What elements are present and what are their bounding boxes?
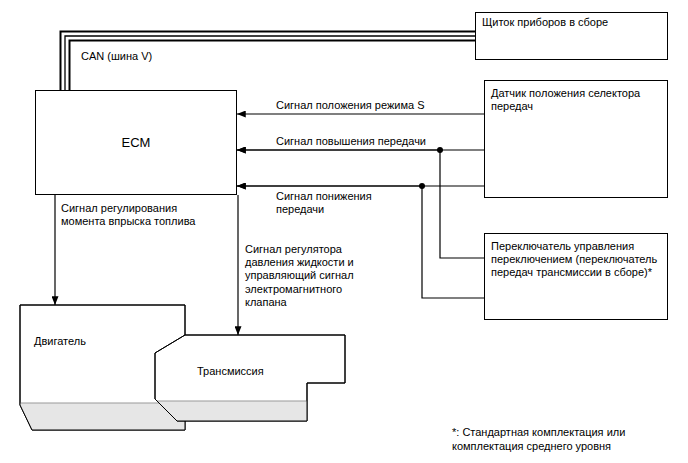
connector-path bbox=[65, 36, 475, 90]
node-text: Щиток приборов в сборе bbox=[482, 16, 661, 29]
connector-path bbox=[237, 195, 238, 335]
connector-path bbox=[237, 150, 484, 258]
node-text: Трансмиссия bbox=[197, 365, 345, 378]
signal-label: Сигнал регулятора давления жидкости и уп… bbox=[244, 243, 364, 309]
connector-path bbox=[237, 113, 484, 114]
node-text: Датчик положения селектора передач bbox=[491, 87, 661, 113]
signal-label: Сигнал понижения передачи bbox=[275, 190, 407, 216]
signal-arrow bbox=[238, 195, 239, 335]
footnote: *: Стандартная комплектация или комплект… bbox=[452, 426, 662, 454]
signal-arrow bbox=[237, 114, 484, 115]
junction-dot bbox=[419, 183, 425, 189]
connector-path bbox=[65, 36, 475, 90]
node-text: Двигатель bbox=[34, 335, 185, 348]
cluster-box: Щиток приборов в сборе bbox=[475, 12, 668, 60]
switch-box: Переключатель управления переключением (… bbox=[484, 233, 668, 320]
signal-label: Сигнал положения режима S bbox=[275, 99, 467, 112]
connector-path bbox=[65, 36, 475, 90]
band-line bbox=[155, 401, 345, 402]
signal-label: Сигнал повышения передачи bbox=[275, 135, 437, 148]
transmission-shape: Трансмиссия bbox=[155, 335, 345, 425]
signal-label: CAN (шина V) bbox=[80, 50, 202, 63]
signal-arrow bbox=[55, 195, 56, 305]
outline-stroke bbox=[155, 335, 345, 421]
node-text: Переключатель управления переключением (… bbox=[491, 240, 661, 280]
sensor-box: Датчик положения селектора передач bbox=[484, 80, 668, 198]
signal-label: Сигнал регулирования момента впрыска топ… bbox=[60, 202, 202, 228]
junction-dot bbox=[437, 147, 443, 153]
ecm-box: ECM bbox=[35, 90, 237, 195]
connector-path bbox=[54, 195, 55, 305]
base-band bbox=[20, 403, 185, 430]
signal-arrow bbox=[237, 150, 484, 258]
node-text: ECM bbox=[36, 135, 236, 151]
can-bus bbox=[65, 36, 475, 90]
outline-shape bbox=[155, 335, 345, 425]
